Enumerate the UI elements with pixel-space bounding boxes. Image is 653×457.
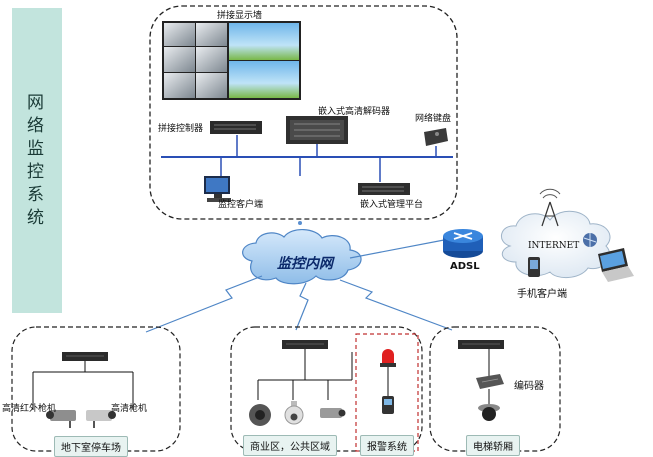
monitor-client-pc bbox=[204, 176, 231, 202]
wall-screen bbox=[164, 47, 195, 72]
speed-dome-camera bbox=[284, 401, 304, 425]
intranet-cloud bbox=[242, 229, 362, 285]
infrared-camera-label: 高清红外枪机 bbox=[2, 404, 57, 414]
hd-decoder-device bbox=[286, 116, 348, 144]
encoder-device bbox=[476, 374, 504, 389]
mobile-client-label: 手机客户端 bbox=[517, 289, 567, 300]
encoder-label: 编码器 bbox=[514, 381, 544, 392]
elevator-dome-camera bbox=[478, 404, 500, 421]
bullet-camera bbox=[86, 410, 116, 428]
zone-commercial-boundary bbox=[230, 326, 423, 452]
laptop-device bbox=[598, 248, 634, 282]
alarm-light bbox=[380, 349, 396, 367]
alarm-detector bbox=[382, 396, 394, 414]
infrared-bullet-camera bbox=[46, 410, 76, 428]
mobile-phone-device bbox=[528, 257, 540, 277]
wall-screen bbox=[164, 23, 195, 46]
sidebar-title: 网络监控系统 bbox=[27, 93, 44, 228]
control-center-boundary bbox=[149, 5, 458, 220]
bullet-camera-label: 高清枪机 bbox=[111, 404, 148, 414]
wall-screen bbox=[229, 23, 299, 60]
splice-controller-device bbox=[210, 121, 262, 134]
wall-screen bbox=[164, 73, 195, 98]
link-adsl bbox=[349, 239, 445, 259]
adsl-router bbox=[443, 229, 483, 258]
network-keyboard-label: 网络键盘 bbox=[415, 114, 452, 124]
wall-screen bbox=[196, 23, 227, 46]
switch-device bbox=[62, 352, 108, 361]
wall-screen bbox=[196, 47, 227, 72]
link-commercial bbox=[295, 282, 309, 331]
video-wall bbox=[162, 21, 301, 100]
video-wall-label: 拼接显示墙 bbox=[217, 11, 263, 21]
link-elevator bbox=[339, 279, 453, 331]
management-platform-label: 嵌入式管理平台 bbox=[360, 200, 424, 210]
intranet-label: 监控内网 bbox=[277, 256, 333, 272]
network-keyboard-device bbox=[424, 128, 448, 146]
monitor-client-label: 监控客户端 bbox=[218, 200, 264, 210]
zone-parking-boundary bbox=[11, 326, 181, 452]
switch-device bbox=[458, 340, 504, 349]
hd-decoder-label: 嵌入式高清解码器 bbox=[318, 107, 391, 117]
sidebar-panel bbox=[12, 8, 62, 313]
dome-camera bbox=[249, 404, 271, 426]
bullet-camera bbox=[320, 408, 346, 418]
wall-screen bbox=[196, 73, 227, 98]
wall-screen bbox=[229, 61, 299, 98]
parking-zone-label: 地下室停车场 bbox=[54, 436, 128, 457]
adsl-label: ADSL bbox=[450, 261, 480, 272]
internet-label: INTERNET bbox=[528, 241, 580, 251]
switch-device bbox=[282, 340, 328, 349]
link-parking bbox=[145, 275, 263, 333]
management-platform-device bbox=[358, 183, 410, 195]
splice-controller-label: 拼接控制器 bbox=[158, 124, 204, 134]
antenna-tower bbox=[539, 188, 561, 227]
